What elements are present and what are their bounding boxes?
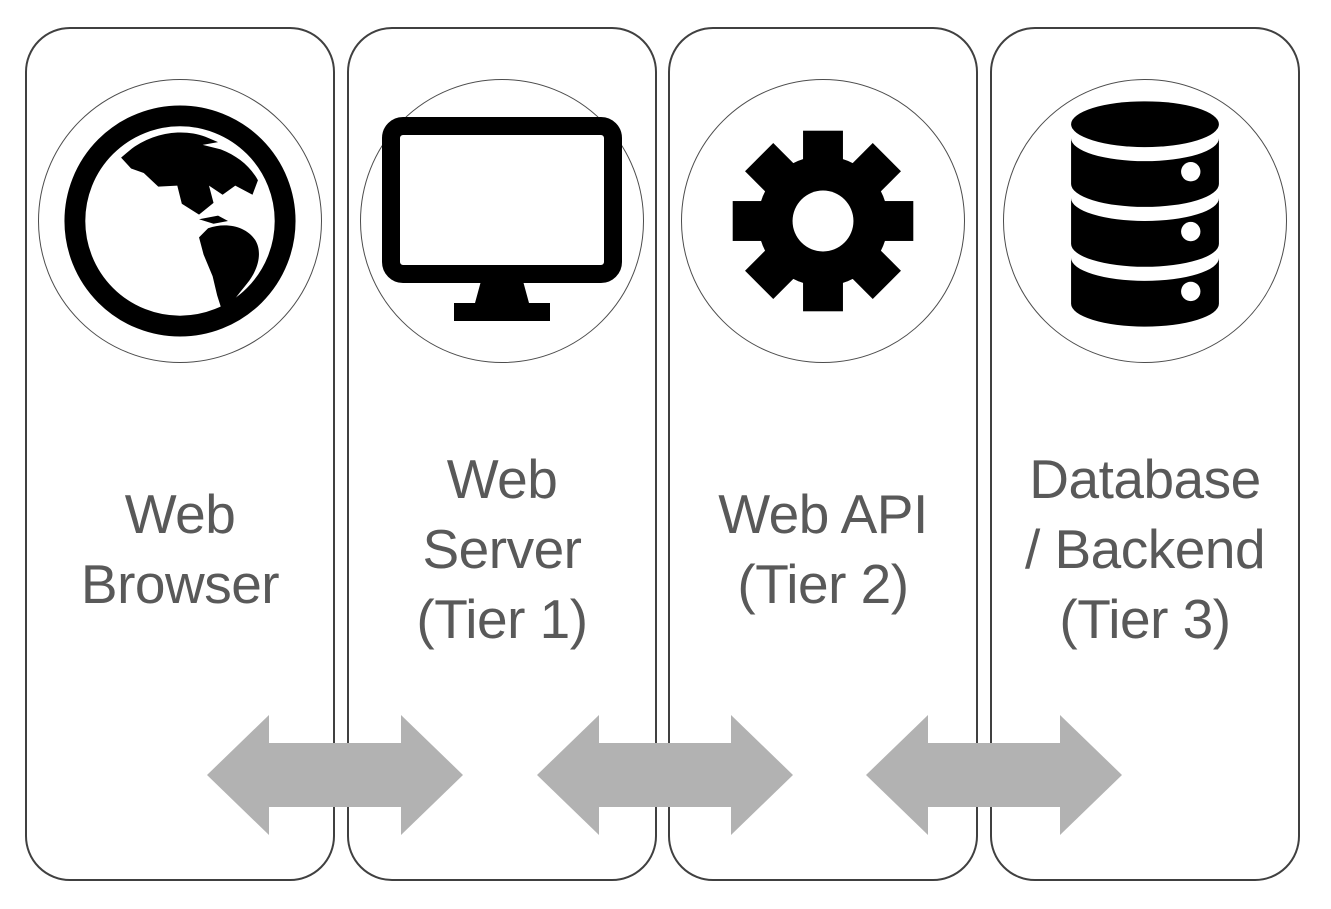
label-line: Server [422, 518, 583, 580]
monitor-icon [382, 117, 622, 321]
globe-icon-circle [38, 79, 322, 363]
node-web-browser: Web Browser [25, 27, 335, 881]
node-label-web-api: Web API (Tier 2) [670, 424, 976, 674]
gear-icon-circle [681, 79, 965, 363]
label-line: (Tier 2) [737, 553, 909, 615]
node-label-database-backend: Database / Backend (Tier 3) [992, 424, 1298, 674]
node-database-backend: Database / Backend (Tier 3) [990, 27, 1300, 881]
database-icon [1071, 101, 1219, 327]
monitor-icon-circle [360, 79, 644, 363]
label-line: Web API [718, 483, 928, 545]
gear-icon [732, 130, 914, 312]
label-line: Browser [80, 553, 280, 615]
node-label-web-browser: Web Browser [27, 424, 333, 674]
label-line: / Backend [1024, 518, 1266, 580]
bidirectional-arrow-icon-browser-server [207, 715, 463, 835]
node-web-server: Web Server (Tier 1) [347, 27, 657, 881]
globe-icon [64, 105, 296, 337]
label-line: (Tier 3) [1059, 588, 1231, 650]
database-icon-circle [1003, 79, 1287, 363]
label-line: (Tier 1) [416, 588, 588, 650]
label-line: Database [1029, 448, 1261, 510]
node-label-web-server: Web Server (Tier 1) [349, 424, 655, 674]
label-line: Web [124, 483, 236, 545]
bidirectional-arrow-icon-api-database [866, 715, 1122, 835]
label-line: Web [446, 448, 558, 510]
bidirectional-arrow-icon-server-api [537, 715, 793, 835]
